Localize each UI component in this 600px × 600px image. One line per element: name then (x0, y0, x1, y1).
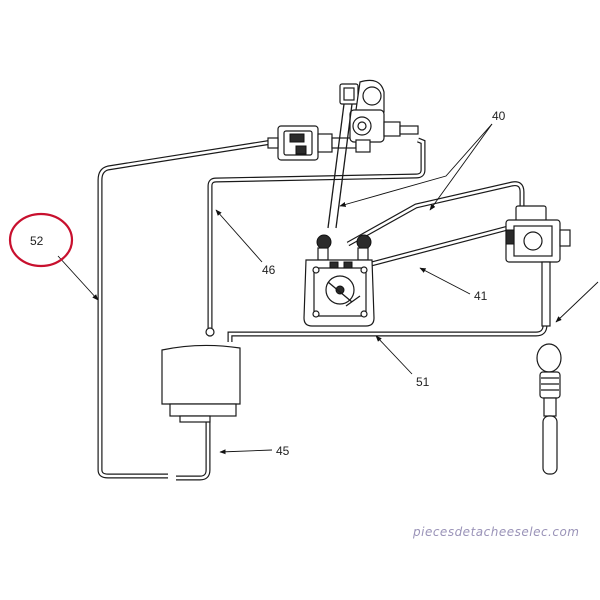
solenoid-right (505, 205, 571, 327)
pump (267, 125, 357, 161)
callout-label-46: 46 (262, 263, 276, 277)
valve-assembly (327, 79, 419, 229)
callout-40: 40 (339, 109, 506, 211)
highlight-circle (8, 212, 74, 268)
tube-40 (346, 181, 525, 247)
tube-45 (176, 415, 211, 481)
callout-label-45: 45 (276, 444, 290, 458)
tube-46 (205, 137, 426, 337)
tube-52 (97, 139, 273, 479)
boiler-block (303, 234, 375, 327)
callout-41: 41 (419, 267, 488, 303)
callout-arrow-probe (555, 281, 599, 323)
tube-51 (227, 262, 548, 342)
callout-label-40: 40 (492, 109, 506, 123)
probe (536, 343, 562, 475)
callout-52: 52 (8, 212, 99, 301)
water-tank (161, 344, 241, 423)
callout-label-41: 41 (474, 289, 488, 303)
watermark: piecesdetacheeselec.com (412, 525, 580, 539)
callout-51: 51 (375, 335, 430, 389)
callout-46: 46 (215, 209, 276, 277)
callout-label-51: 51 (416, 375, 430, 389)
callout-label-52: 52 (30, 234, 44, 248)
tube-41 (355, 225, 509, 271)
callout-45: 45 (219, 444, 290, 458)
